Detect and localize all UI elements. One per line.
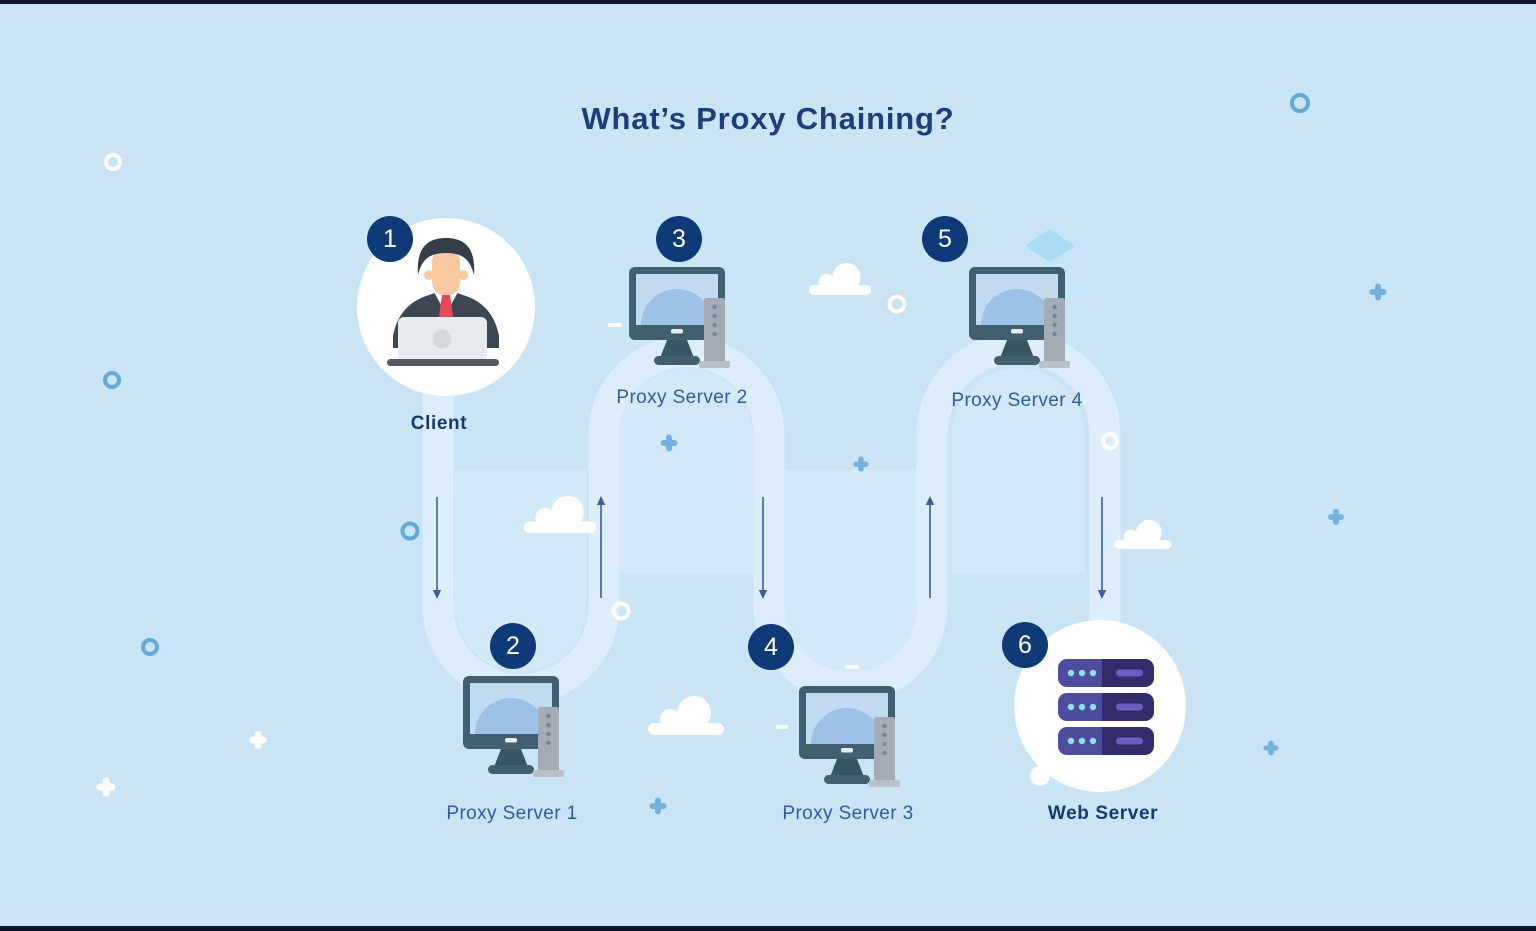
- ring-icons: [103, 93, 1310, 656]
- flow-arrows: [432, 496, 1107, 599]
- arrow-up-icon: [925, 496, 935, 598]
- proxy-server-3-node: [797, 684, 907, 789]
- web-server-label: Web Server: [1047, 803, 1159, 824]
- bottom-border: [0, 926, 1536, 931]
- wisp-decoration: [1064, 282, 1096, 300]
- desktop-computer-icon: [799, 686, 900, 787]
- proxy-server-4-node: [967, 265, 1077, 370]
- proxy-server-3-label: Proxy Server 3: [782, 803, 914, 824]
- proxy-server-1-label: Proxy Server 1: [446, 803, 578, 824]
- arrow-down-icon: [1097, 497, 1107, 599]
- top-border: [0, 0, 1536, 4]
- arrow-down-icon: [432, 497, 442, 599]
- arrow-down-icon: [758, 497, 768, 599]
- step-badge-4: 4: [748, 624, 794, 670]
- desktop-computer-icon: [463, 676, 564, 777]
- proxy-server-2-node: [627, 265, 737, 370]
- person-at-laptop-icon: [387, 238, 499, 366]
- path-halos: [455, 368, 1085, 672]
- arrow-up-icon: [596, 496, 606, 598]
- diagram-title: What’s Proxy Chaining?: [581, 101, 955, 136]
- flow-path: [422, 332, 1121, 705]
- plus-icons: [96, 283, 1387, 815]
- web-server-icon-wrap: [1058, 659, 1154, 757]
- step-badge-6: 6: [1002, 622, 1048, 668]
- server-rack-icon: [1058, 659, 1154, 755]
- desktop-computer-icon: [969, 267, 1070, 368]
- desktop-computer-icon: [629, 267, 730, 368]
- step-badge-2: 2: [490, 623, 536, 669]
- proxy-server-2-label: Proxy Server 2: [616, 387, 748, 408]
- kite-decoration: [1025, 229, 1075, 262]
- step-badge-1: 1: [367, 216, 413, 262]
- proxy-server-1-node: [461, 674, 571, 779]
- client-label: Client: [410, 413, 468, 434]
- step-badge-3: 3: [656, 216, 702, 262]
- proxy-server-4-label: Proxy Server 4: [951, 390, 1083, 411]
- step-badge-5: 5: [922, 216, 968, 262]
- cloud-icons: [523, 263, 1172, 735]
- dash-decorations: [608, 323, 859, 729]
